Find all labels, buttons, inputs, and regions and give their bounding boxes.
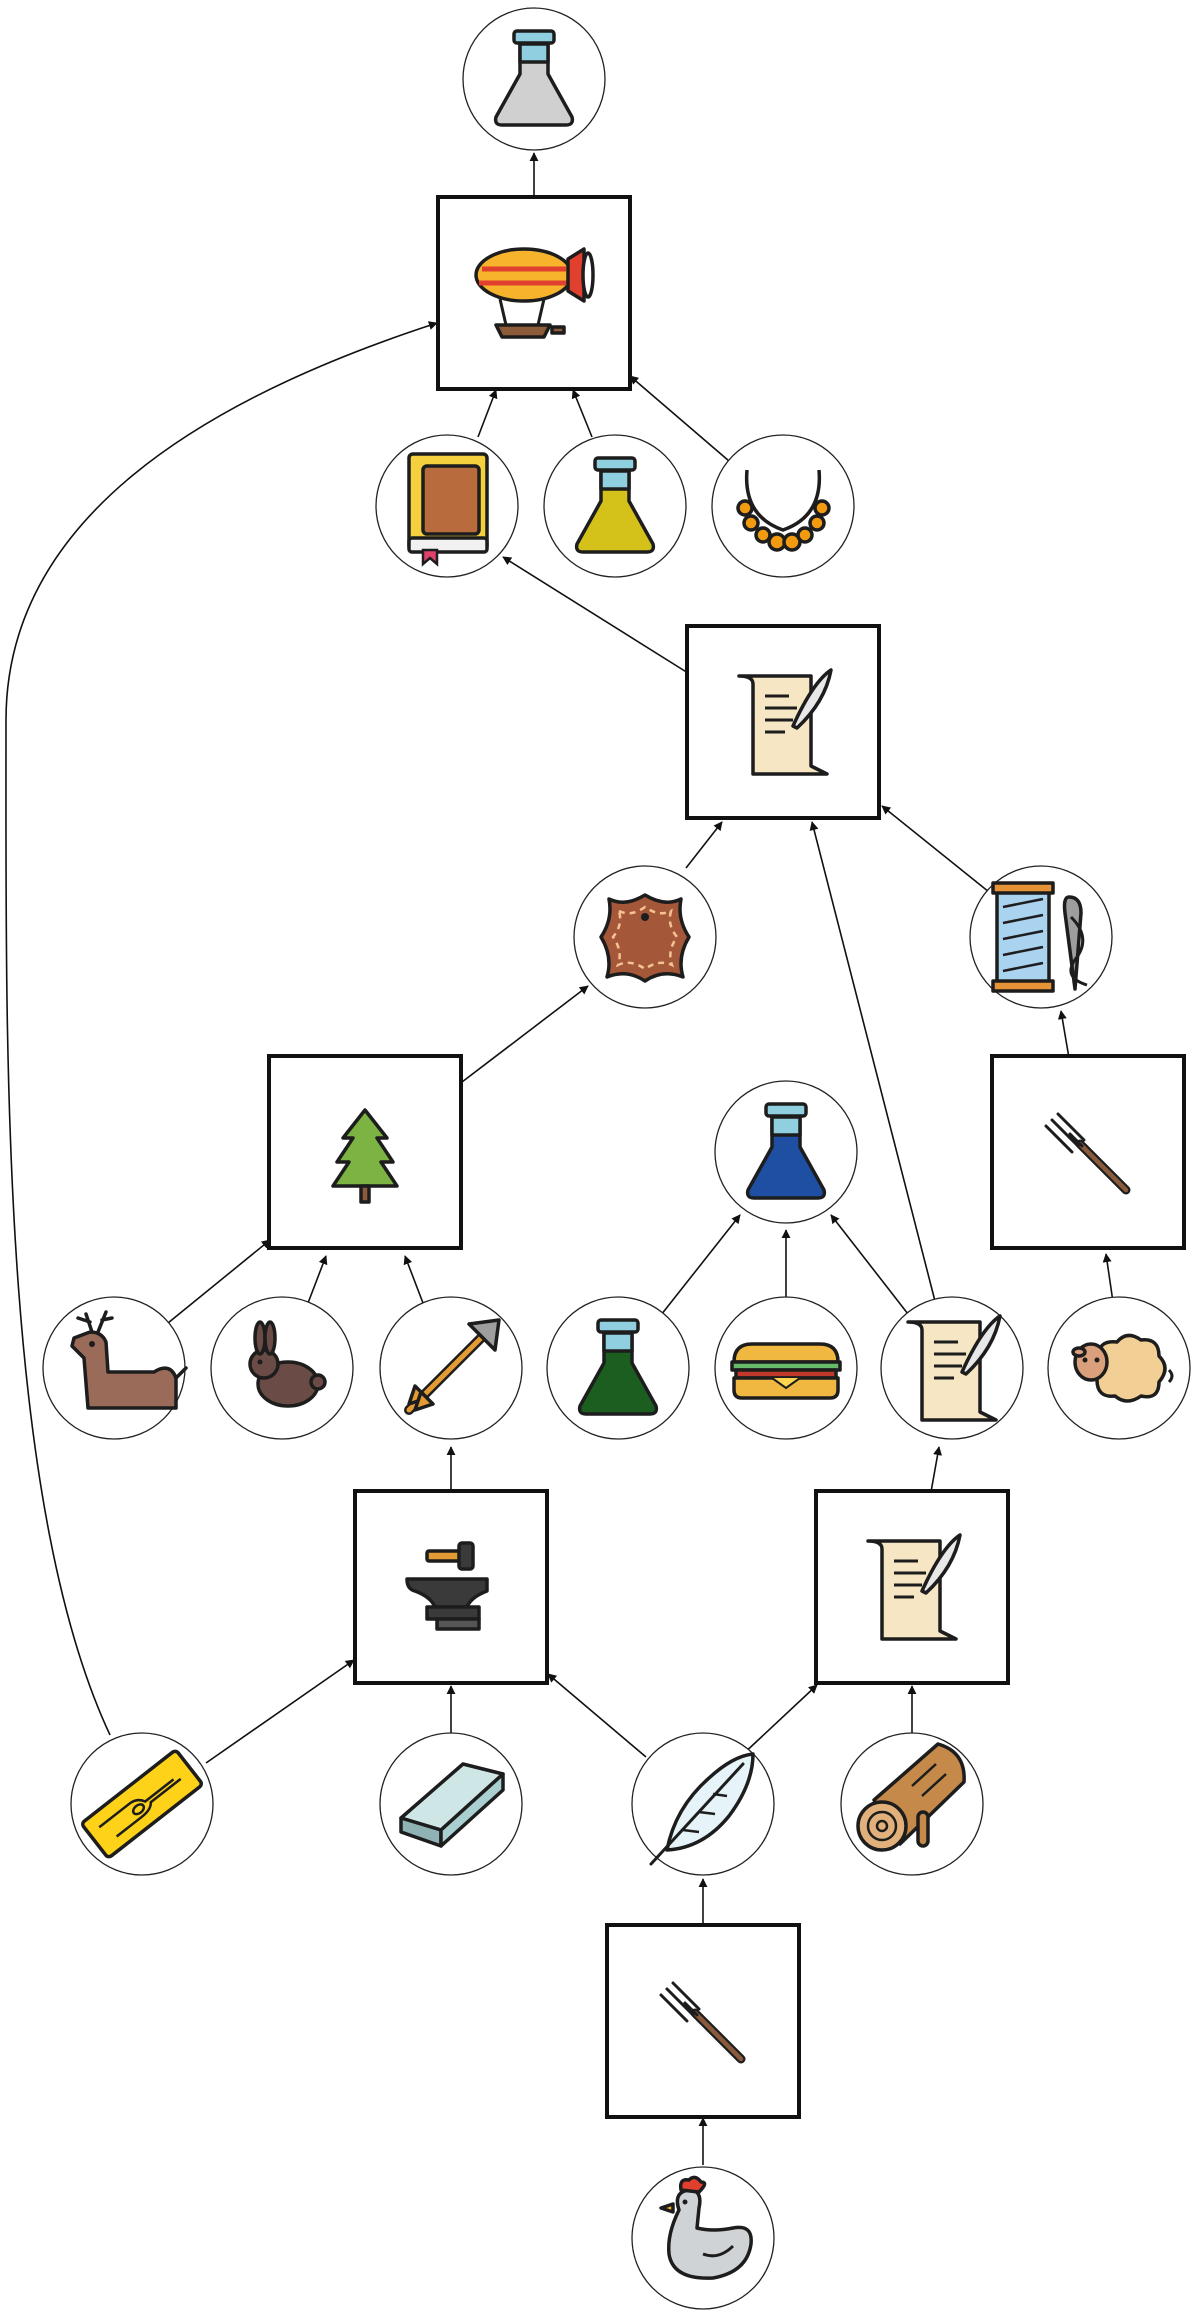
deer-icon (70, 1310, 188, 1410)
edge-sheep-to-pitchfork-right (1102, 1253, 1114, 1303)
edge-scroll-upper-to-book (502, 556, 689, 674)
chicken-icon (659, 2175, 753, 2280)
edge-deer-to-tree-process (167, 1239, 271, 1324)
necklace-icon (736, 469, 831, 552)
flask-green-icon (577, 1318, 659, 1416)
node-plank[interactable] (70, 1732, 214, 1876)
edge-pitchfork-right-to-thread-needle (1057, 1010, 1070, 1059)
node-flask-blue[interactable] (714, 1080, 858, 1224)
edge-flask-green-to-flask-blue (660, 1214, 741, 1316)
scroll-quill-icon (906, 1314, 1002, 1422)
node-feather[interactable] (631, 1732, 775, 1876)
node-anvil-process[interactable] (353, 1489, 549, 1685)
node-log[interactable] (840, 1732, 984, 1876)
rabbit-icon (248, 1320, 327, 1408)
node-scroll-upper[interactable] (685, 624, 881, 820)
flask-yellow-icon (574, 456, 656, 554)
wood-plank-icon (81, 1749, 203, 1859)
nodes (42, 7, 1191, 2310)
metal-bar-icon (399, 1762, 505, 1848)
sheep-icon (1071, 1333, 1174, 1403)
edge-scroll-small-to-scroll-upper (809, 821, 937, 1306)
node-flask-green[interactable] (546, 1296, 690, 1440)
scroll-quill-icon (737, 668, 833, 776)
node-leather[interactable] (573, 865, 717, 1009)
anvil-icon (405, 1541, 489, 1631)
node-sheep[interactable] (1047, 1296, 1191, 1440)
node-deer[interactable] (42, 1296, 188, 1440)
scroll-quill-icon (866, 1533, 962, 1641)
edge-feather-to-anvil (547, 1673, 647, 1758)
node-tree-process[interactable] (267, 1054, 463, 1250)
sandwich-icon (730, 1342, 842, 1400)
edge-rabbit-to-tree-process (307, 1255, 328, 1304)
node-flask-gray[interactable] (462, 7, 606, 151)
node-scroll-lower[interactable] (814, 1489, 1010, 1685)
edge-flask-yellow-to-airship (571, 389, 593, 438)
pitchfork-icon (1044, 1112, 1131, 1195)
flask-blue-icon (745, 1102, 827, 1200)
node-metal-bar[interactable] (379, 1732, 523, 1876)
feather-icon (649, 1752, 755, 1866)
node-airship[interactable] (436, 195, 632, 391)
node-sandwich[interactable] (714, 1296, 858, 1440)
node-flask-yellow[interactable] (543, 434, 687, 578)
flask-gray-icon (493, 29, 575, 127)
book-icon (407, 452, 489, 567)
edge-necklace-to-airship (629, 375, 730, 462)
node-rabbit[interactable] (210, 1296, 354, 1440)
node-chicken[interactable] (631, 2166, 775, 2310)
leather-hide-icon (599, 893, 691, 983)
node-pitchfork-process-right[interactable] (990, 1054, 1186, 1250)
pine-tree-icon (331, 1108, 399, 1204)
edge-plank-to-airship (5, 321, 438, 1736)
edge-thread-needle-to-scroll-upper (881, 805, 990, 893)
thread-needle-icon (991, 881, 1088, 993)
edge-book-to-airship (477, 389, 498, 438)
edge-tree-process-to-leather (461, 985, 589, 1083)
node-arrow[interactable] (379, 1296, 523, 1440)
edge-plank-to-anvil (205, 1659, 355, 1764)
edge-scroll-small-to-flask-blue (830, 1214, 909, 1315)
edge-leather-to-scroll-upper (685, 821, 723, 869)
pitchfork-icon (659, 1981, 746, 2064)
edge-arrow-to-tree-process (403, 1255, 424, 1304)
node-thread-needle[interactable] (969, 865, 1113, 1009)
airship-icon (474, 247, 595, 339)
node-book[interactable] (375, 434, 519, 578)
arrow-icon (404, 1318, 501, 1415)
log-icon (856, 1742, 966, 1852)
edge-scroll-lower-to-scroll-small (930, 1446, 943, 1493)
edge-feather-to-scroll-lower (739, 1684, 818, 1758)
node-pitchfork-process-bottom[interactable] (605, 1923, 801, 2119)
node-scroll-small[interactable] (880, 1296, 1024, 1440)
edges (5, 152, 1114, 2165)
node-necklace[interactable] (711, 434, 855, 578)
